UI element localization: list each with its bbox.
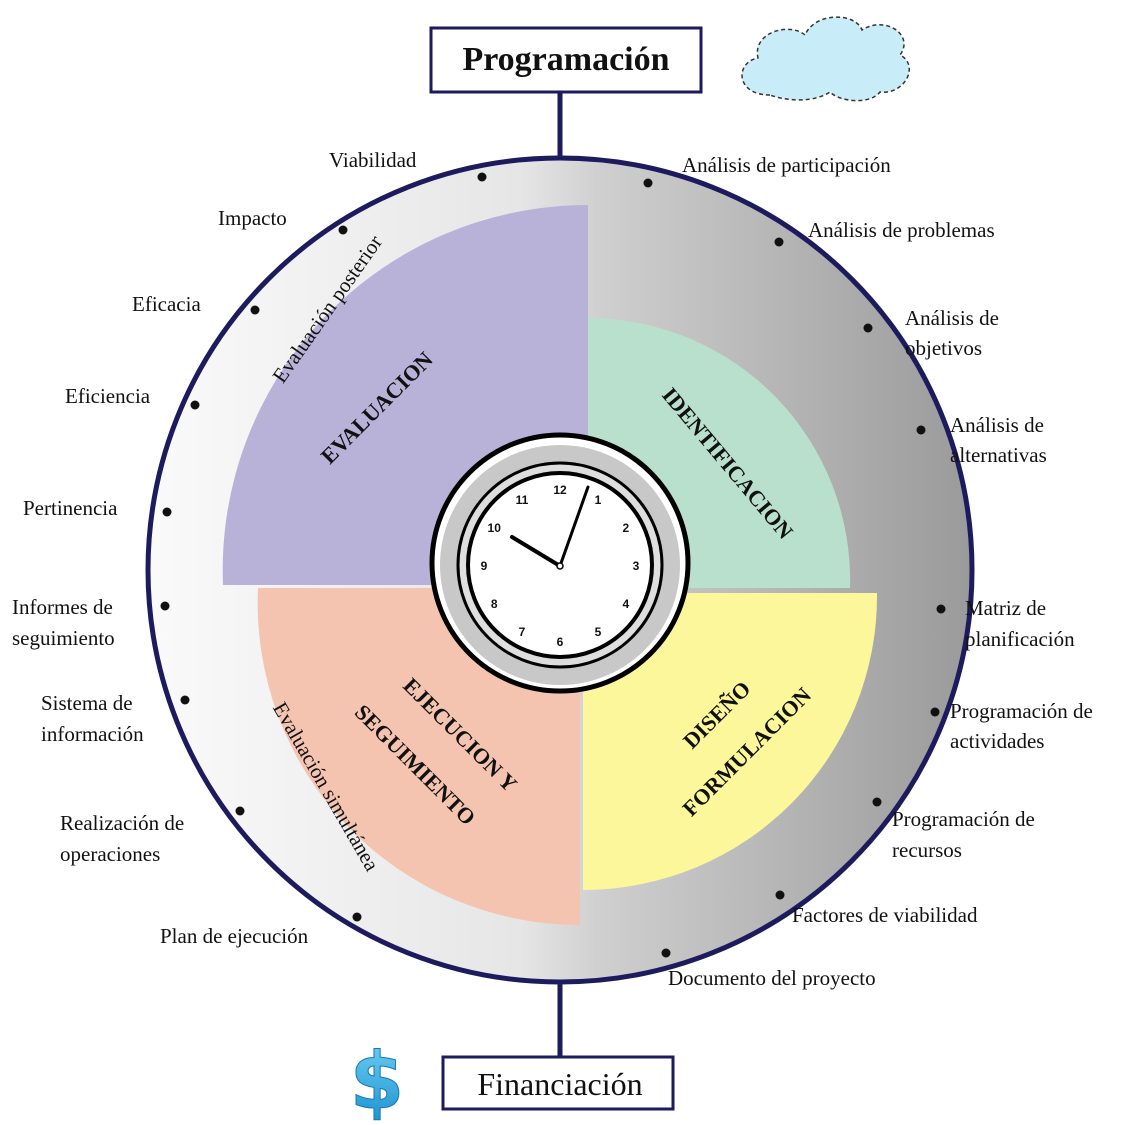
cloud-icon (741, 16, 910, 102)
ring-dot (916, 425, 926, 435)
label-analisis-problemas: Análisis de problemas (808, 218, 995, 242)
ring-dot (162, 507, 172, 517)
label-programacion-actividades-1: Programación de (950, 699, 1093, 723)
ring-dot (936, 604, 946, 614)
clock-number: 12 (553, 483, 567, 497)
label-informes-1: Informes de (12, 595, 113, 619)
label-analisis-participacion: Análisis de participación (682, 153, 891, 177)
clock-number: 6 (557, 635, 564, 649)
clock-number: 1 (595, 493, 602, 507)
label-viabilidad: Viabilidad (329, 148, 417, 172)
financiacion-box (441, 1055, 675, 1111)
ring-dot (190, 400, 200, 410)
clock-hour-hand (510, 535, 562, 568)
label-factores-viabilidad: Factores de viabilidad (792, 903, 978, 927)
ring-dot (872, 797, 882, 807)
label-eficacia: Eficacia (132, 292, 201, 316)
clock-number: 8 (491, 597, 498, 611)
ring-dot (235, 806, 245, 816)
ring-dot (774, 237, 784, 247)
label-documento-proyecto: Documento del proyecto (668, 966, 876, 990)
label-analisis-alternativas-2: alternativas (950, 443, 1047, 467)
label-analisis-objetivos-2: objetivos (905, 336, 982, 360)
label-eficiencia: Eficiencia (65, 384, 151, 408)
dollar-icon: $ (350, 1037, 404, 1125)
programacion-box (429, 26, 703, 94)
label-programacion-actividades-2: actividades (950, 729, 1044, 753)
label-sistema-2: información (41, 722, 144, 746)
label-plan-ejecucion: Plan de ejecución (160, 924, 309, 948)
ring-dot (863, 323, 873, 333)
clock-minute-hand (558, 485, 590, 568)
ring-dot (643, 178, 653, 188)
label-sistema-1: Sistema de (41, 691, 133, 715)
clock-number: 9 (481, 559, 488, 573)
ring-dot (661, 948, 671, 958)
clock-number: 2 (622, 521, 629, 535)
ring-dot (352, 912, 362, 922)
ring-dot (180, 695, 190, 705)
ring-dot (160, 601, 170, 611)
clock-number: 7 (519, 625, 526, 639)
label-matriz-2: planificación (965, 627, 1075, 651)
label-impacto: Impacto (218, 206, 287, 230)
ring-dots (160, 172, 946, 958)
clock-number: 10 (488, 521, 502, 535)
label-realizacion-1: Realización de (60, 811, 184, 835)
clock-number: 3 (633, 559, 640, 573)
label-pertinencia: Pertinencia (23, 496, 118, 520)
label-matriz-1: Matriz de (965, 596, 1046, 620)
ring-dot (930, 707, 940, 717)
clock-center-pin (556, 562, 564, 570)
label-programacion-recursos-2: recursos (892, 838, 962, 862)
clock-number: 11 (516, 493, 529, 507)
label-programacion-recursos-1: Programación de (892, 807, 1035, 831)
label-analisis-objetivos-1: Análisis de (905, 306, 999, 330)
label-realizacion-2: operaciones (60, 842, 160, 866)
financiacion-title: Financiación (477, 1066, 642, 1102)
ring-dot (477, 172, 487, 182)
ring-dot (775, 890, 785, 900)
clock-number: 4 (622, 597, 629, 611)
ring-dot (338, 225, 348, 235)
label-analisis-alternativas-1: Análisis de (950, 413, 1044, 437)
quadrant-diseno (583, 593, 878, 890)
programacion-title: Programación (462, 41, 669, 78)
clock-number: 5 (595, 625, 602, 639)
ring-dot (250, 305, 260, 315)
label-informes-2: seguimiento (12, 626, 115, 650)
